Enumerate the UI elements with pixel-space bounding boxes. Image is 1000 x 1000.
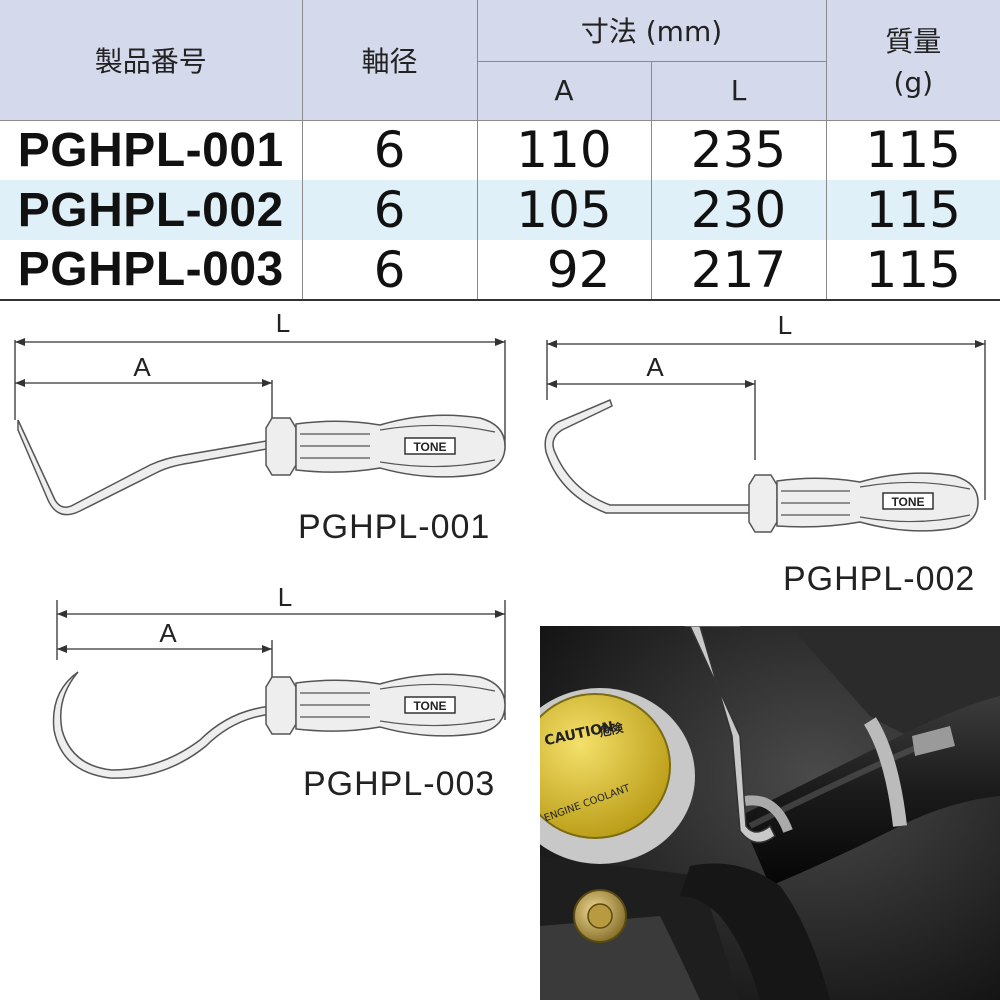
hook-tool-in-photo — [689, 626, 776, 844]
header-weight-label: 質量 — [885, 25, 942, 59]
spec-table: 製品番号 軸径 寸法 (mm) 質量 (g) A L PGHPL-001 6 1… — [0, 0, 1000, 301]
diagram-model-label: PGHPL-002 — [783, 560, 976, 598]
cell-dim-a: 105 — [476, 180, 652, 240]
dim-a-label: A — [646, 352, 664, 382]
cap-warning-label: 危険 — [597, 720, 626, 740]
hook-shaft — [17, 419, 273, 516]
brand-label: TONE — [891, 495, 924, 509]
dim-l-label: L — [276, 308, 290, 338]
hook-shaft — [52, 671, 273, 779]
header-shaft-diameter: 軸径 — [301, 0, 478, 121]
usage-photo: 危険 CAUTION ENGINE COOLANT — [540, 626, 1000, 1000]
hook-shaft — [544, 398, 756, 514]
cell-model: PGHPL-001 — [0, 120, 303, 180]
cell-weight: 115 — [825, 120, 1000, 180]
cell-weight: 115 — [825, 180, 1000, 240]
dim-a-label: A — [159, 618, 177, 648]
cell-dim-a: 110 — [476, 120, 652, 180]
cell-dim-a: 92 — [476, 240, 652, 301]
diagram-model-label: PGHPL-003 — [303, 765, 496, 803]
header-dim-l: L — [650, 61, 826, 121]
brand-label: TONE — [413, 699, 446, 713]
cell-dim-l: 217 — [650, 240, 827, 301]
dim-l-label: L — [778, 310, 792, 340]
diagram-model-label: PGHPL-001 — [298, 508, 491, 546]
cell-weight: 115 — [825, 240, 1000, 301]
table-row: PGHPL-002 6 105 230 115 — [0, 180, 1000, 240]
tool-handle: TONE — [748, 472, 979, 533]
tool-handle: TONE — [265, 414, 506, 478]
cell-shaft: 6 — [301, 120, 478, 180]
cell-shaft: 6 — [301, 240, 478, 301]
engine-bay-image: 危険 CAUTION ENGINE COOLANT — [540, 626, 1000, 1000]
cell-model: PGHPL-003 — [0, 240, 303, 301]
dim-l-label: L — [278, 582, 292, 612]
cell-dim-l: 230 — [650, 180, 827, 240]
header-model: 製品番号 — [0, 0, 303, 121]
header-weight: 質量 (g) — [825, 0, 1000, 121]
cell-shaft: 6 — [301, 180, 478, 240]
diagram-pghpl-001: L A TONE — [14, 308, 506, 516]
cell-dim-l: 235 — [650, 120, 827, 180]
brand-label: TONE — [413, 440, 446, 454]
diagram-pghpl-003: L A TONE — [52, 582, 506, 779]
diagram-pghpl-002: L A TONE — [544, 310, 986, 533]
header-dim-a: A — [477, 61, 652, 121]
dim-a-label: A — [133, 352, 151, 382]
cell-model: PGHPL-002 — [0, 180, 303, 240]
header-weight-unit: (g) — [893, 66, 934, 100]
tool-handle: TONE — [265, 673, 506, 737]
table-row: PGHPL-003 6 92 217 115 — [0, 240, 1000, 301]
header-dimensions: 寸法 (mm) — [476, 0, 827, 62]
table-row: PGHPL-001 6 110 235 115 — [0, 120, 1000, 180]
